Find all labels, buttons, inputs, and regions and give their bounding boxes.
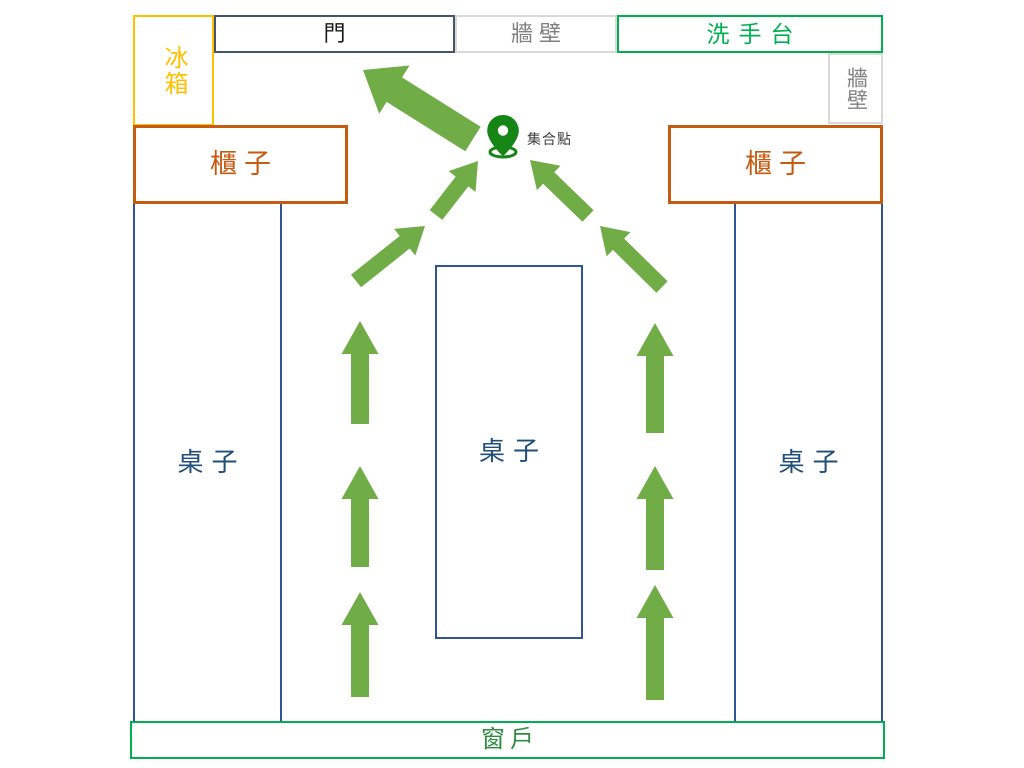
table-left-box: 桌子 xyxy=(133,204,282,721)
arrow-left-col-bottom xyxy=(341,592,379,697)
cabinet-left-label: 櫃子 xyxy=(210,149,278,180)
window-box: 窗戶 xyxy=(130,721,885,759)
door-box: 門 xyxy=(214,15,455,53)
sink-label: 洗手台 xyxy=(706,20,803,47)
table-center-label: 桌子 xyxy=(478,436,547,467)
cabinet-left-box: 櫃子 xyxy=(133,125,348,204)
door-label: 門 xyxy=(323,21,346,47)
arrow-right-col-top xyxy=(636,323,674,433)
table-left-label: 桌子 xyxy=(177,446,246,477)
arrow-left-diag-upper xyxy=(429,161,478,220)
wall-top-label: 牆壁 xyxy=(510,21,567,47)
assembly-point-label: 集合點 xyxy=(527,131,572,147)
wall-right-box: 牆壁 xyxy=(828,53,883,124)
arrow-left-col-top xyxy=(341,321,379,424)
sink-box: 洗手台 xyxy=(617,15,883,53)
window-label: 窗戶 xyxy=(481,726,539,754)
arrow-left-col-middle xyxy=(341,466,379,567)
table-right-box: 桌子 xyxy=(734,204,883,721)
assembly-point-pin-icon xyxy=(487,115,519,159)
cabinet-right-box: 櫃子 xyxy=(668,125,883,204)
arrow-to-door xyxy=(363,65,481,152)
table-center-box: 桌子 xyxy=(435,265,583,639)
fridge-label: 冰箱 xyxy=(160,44,188,97)
table-right-label: 桌子 xyxy=(778,446,847,477)
wall-right-label: 牆壁 xyxy=(844,66,868,111)
wall-top-box: 牆壁 xyxy=(455,15,617,53)
arrow-right-diag-lower xyxy=(600,226,668,293)
arrow-left-diag-lower xyxy=(351,226,425,288)
cabinet-right-label: 櫃子 xyxy=(745,149,813,180)
fridge-box: 冰箱 xyxy=(133,15,214,126)
arrow-right-diag-upper xyxy=(530,160,594,222)
arrow-right-col-bottom xyxy=(636,585,674,700)
arrow-right-col-middle xyxy=(636,466,674,570)
